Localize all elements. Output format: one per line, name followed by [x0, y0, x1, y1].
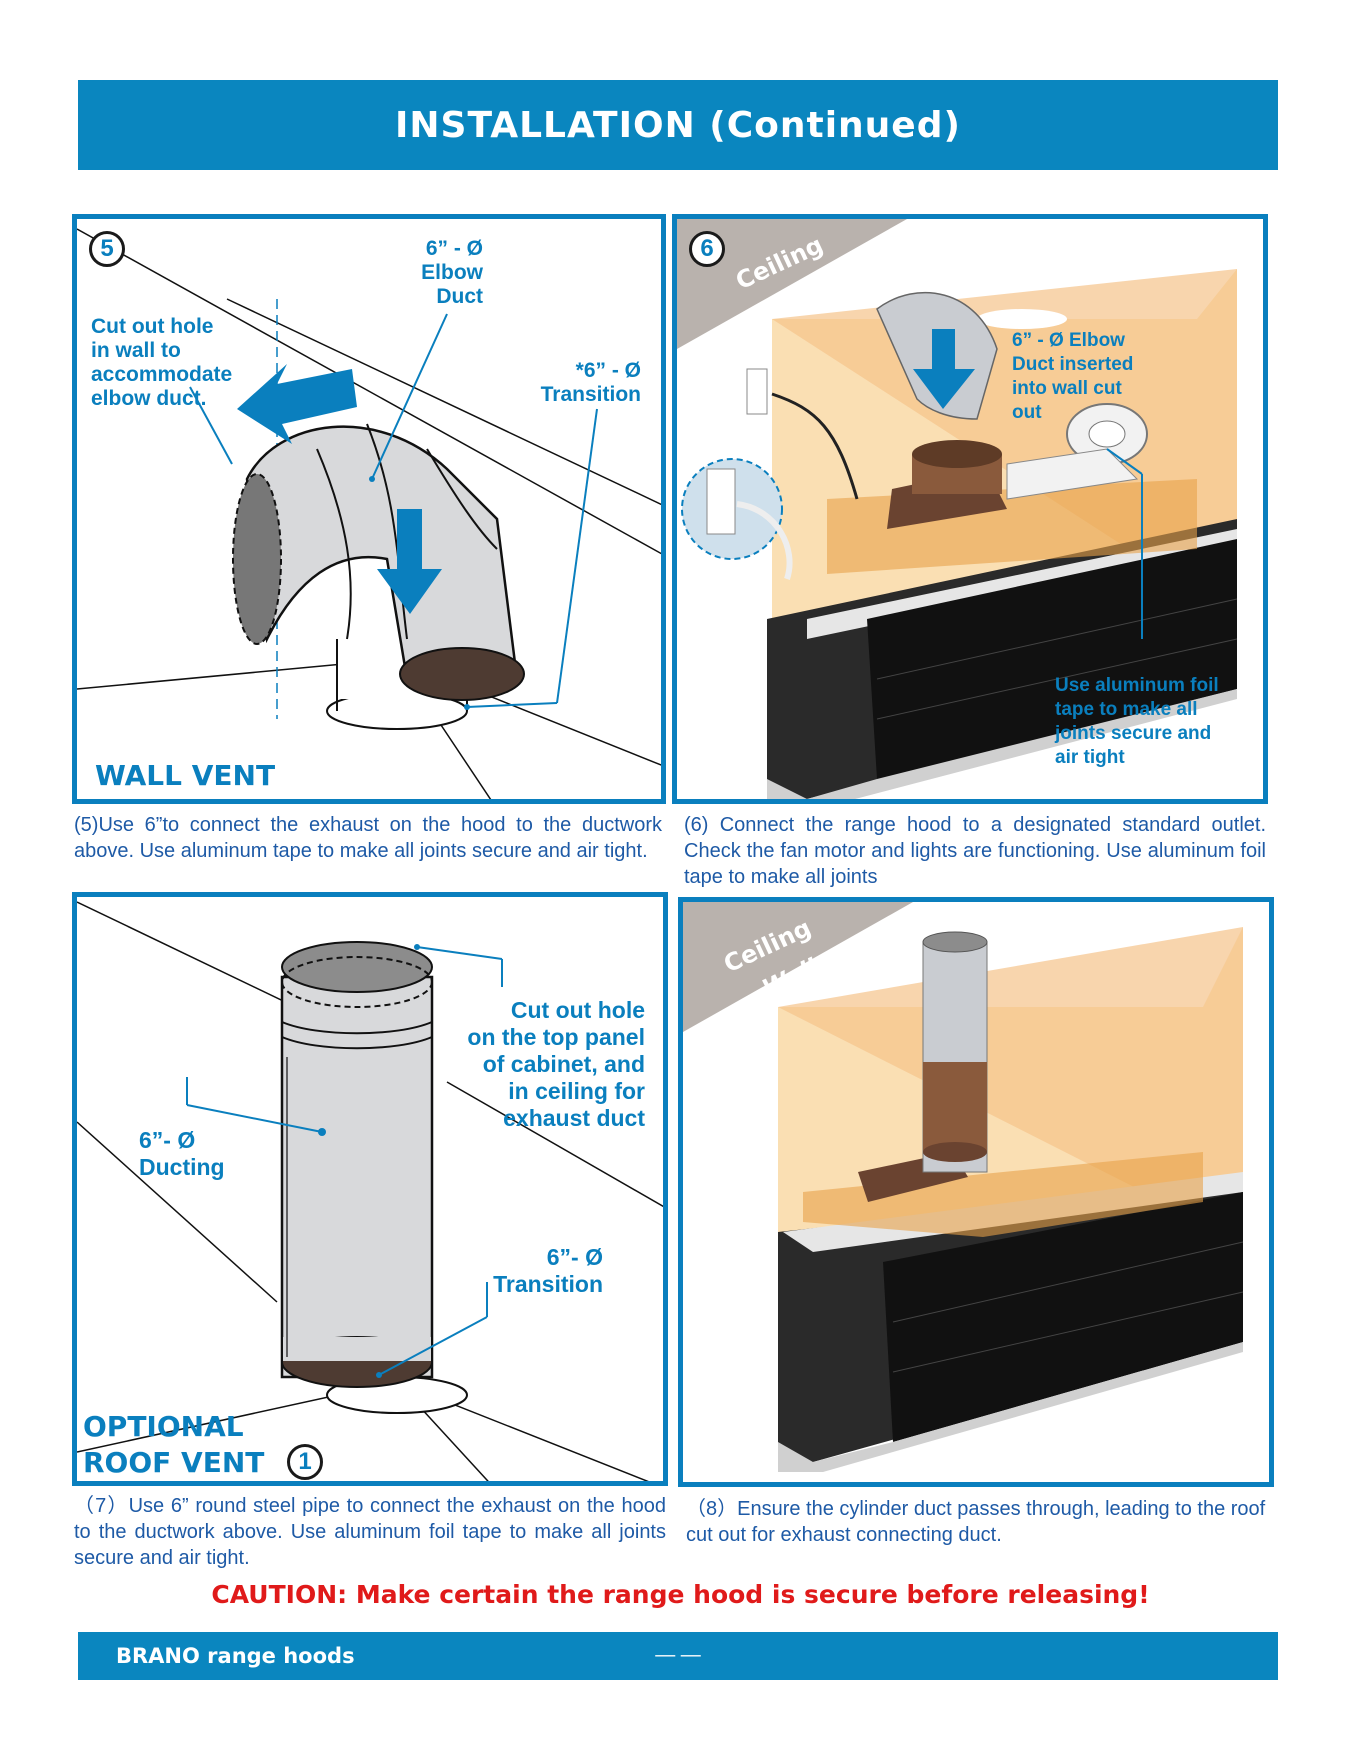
roof-vent-illustration — [77, 901, 663, 1481]
panel-step-8: Ceiling Wall — [678, 897, 1274, 1487]
step-number-badge: 5 — [89, 231, 125, 267]
roof-vent-label: ROOF VENT — [83, 1446, 265, 1479]
panel-step-5: 5 6” - Ø Elbow Duct Cut out hole in wall… — [72, 214, 666, 804]
page-footer: BRANO range hoods — — — [78, 1632, 1278, 1680]
aluminum-tape-label: Use aluminum foil tape to make all joint… — [1055, 675, 1219, 768]
step-number-badge: 6 — [689, 231, 725, 267]
cut-out-hole-label: Cut out hole in wall to accommodate elbo… — [91, 315, 233, 410]
vent-option-number-badge: 1 — [287, 1444, 323, 1480]
elbow-duct-label: 6” - Ø Elbow Duct — [421, 237, 483, 308]
transition-label: *6” - Ø Transition — [540, 359, 641, 406]
panel-step-7: Cut out hole on the top panel of cabinet… — [72, 892, 668, 1486]
wall-vent-illustration — [77, 228, 661, 799]
vent-type-label: WALL VENT — [95, 759, 276, 792]
brand-name: BRANO range hoods — [116, 1644, 355, 1668]
elbow-duct-inserted-label: 6” - Ø Elbow Duct inserted into wall cut… — [1012, 330, 1134, 423]
page-title: INSTALLATION (Continued) — [395, 104, 961, 146]
caution-warning: CAUTION: Make certain the range hood is … — [211, 1580, 1150, 1609]
panel-step-6: 6 Ceiling Wall 6” - Ø Elbow Duct inserte… — [672, 214, 1268, 804]
step-6-caption: (6) Connect the range hood to a designat… — [684, 814, 1266, 888]
optional-label: OPTIONAL — [83, 1410, 244, 1443]
page-header: INSTALLATION (Continued) — [78, 80, 1278, 170]
cylinder-duct-illustration — [683, 902, 1244, 1472]
step-5-caption: (5)Use 6”to connect the exhaust on the h… — [74, 814, 662, 862]
hood-outlet-illustration — [677, 219, 1238, 799]
transition-label: 6”- Ø Transition — [493, 1244, 603, 1297]
step-8-caption: （8）Ensure the cylinder duct passes throu… — [686, 1498, 1266, 1546]
step-7-caption: （7）Use 6” round steel pipe to connect th… — [74, 1495, 666, 1569]
cut-out-hole-label: Cut out hole on the top panel of cabinet… — [467, 997, 645, 1131]
ducting-label: 6”- Ø Ducting — [139, 1127, 225, 1180]
page-number: — — — [655, 1644, 701, 1666]
